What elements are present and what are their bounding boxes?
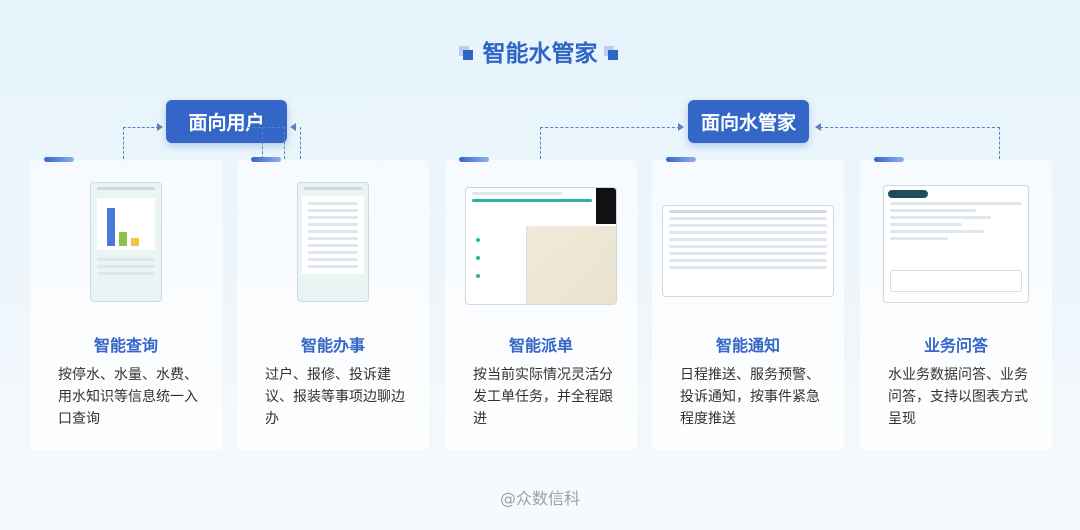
arrow-left-icon: [290, 123, 296, 131]
notification-screenshot: [662, 205, 834, 297]
card-accent: [874, 157, 904, 162]
page-title: 智能水管家: [0, 34, 1080, 68]
connector-line: [123, 127, 159, 159]
qa-screenshot: [883, 185, 1029, 303]
card-accent: [666, 157, 696, 162]
connector-line: [300, 127, 301, 159]
phone-screenshot: [90, 182, 162, 302]
card-description: 按当前实际情况灵活分发工单任务，并全程跟进: [473, 367, 613, 427]
square-icon: [462, 49, 473, 60]
connector-line: [820, 127, 1000, 159]
card-title: 业务问答: [923, 336, 988, 355]
card-title: 智能通知: [715, 336, 780, 355]
arrow-left-icon: [815, 123, 821, 131]
card-accent: [251, 157, 281, 162]
watermark: @众数信科: [499, 489, 580, 508]
card-description: 日程推送、服务预警、投诉通知，按事件紧急程度推送: [680, 367, 820, 427]
arrow-right-icon: [678, 123, 684, 131]
phone-screenshot: [297, 182, 369, 302]
dispatch-screenshot: [465, 187, 617, 305]
connector-line: [238, 127, 285, 159]
card-accent: [44, 157, 74, 162]
feature-card: 业务问答 水业务数据问答、业务问答，支持以图表方式呈现: [860, 157, 1052, 450]
arrow-right-icon: [157, 123, 163, 131]
card-title: 智能派单: [508, 336, 573, 355]
group-label-manager: 面向水管家: [688, 100, 809, 143]
feature-card: 智能办事 过户、报修、投诉建议、报装等事项边聊边办: [237, 157, 429, 450]
card-description: 按停水、水量、水费、用水知识等信息统一入口查询: [58, 367, 198, 427]
card-description: 过户、报修、投诉建议、报装等事项边聊边办: [265, 367, 405, 427]
card-title: 智能办事: [300, 336, 365, 355]
group-label-user: 面向用户: [166, 100, 287, 143]
square-icon: [607, 49, 618, 60]
card-description: 水业务数据问答、业务问答，支持以图表方式呈现: [888, 367, 1028, 427]
feature-card: 智能查询 按停水、水量、水费、用水知识等信息统一入口查询: [30, 157, 222, 450]
feature-card: 智能派单 按当前实际情况灵活分发工单任务，并全程跟进: [445, 157, 637, 450]
feature-card: 智能通知 日程推送、服务预警、投诉通知，按事件紧急程度推送: [652, 157, 844, 450]
card-accent: [459, 157, 489, 162]
connector-line: [540, 127, 680, 159]
card-title: 智能查询: [93, 336, 158, 355]
